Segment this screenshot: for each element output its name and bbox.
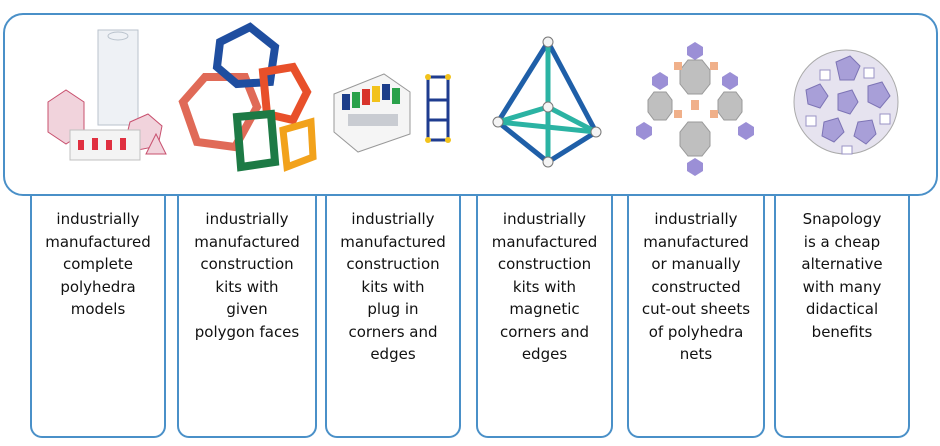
polyhedron-net-image xyxy=(630,22,765,182)
category-label-6: Snapology is a cheap alternative with ma… xyxy=(801,210,883,341)
column-5 xyxy=(627,174,765,438)
magnetic-kit-image xyxy=(478,22,613,182)
polygon-frame-kit-image xyxy=(175,22,320,182)
category-label-1: industrially manufactured complete polyh… xyxy=(45,210,151,318)
plug-in-kit-image xyxy=(328,22,458,182)
boxed-polyhedra-image xyxy=(28,22,168,182)
column-3 xyxy=(325,174,461,438)
column-6 xyxy=(774,174,910,438)
snapology-ball-image xyxy=(780,22,912,182)
column-4 xyxy=(476,174,613,438)
category-label-3: industrially manufactured construction k… xyxy=(340,210,446,363)
column-1 xyxy=(30,174,166,438)
category-label-2: industrially manufactured construction k… xyxy=(194,210,300,341)
column-2 xyxy=(177,174,317,438)
category-label-5: industrially manufactured or manually co… xyxy=(641,210,751,363)
image-band xyxy=(3,13,938,196)
category-label-4: industrially manufactured construction k… xyxy=(491,210,598,363)
